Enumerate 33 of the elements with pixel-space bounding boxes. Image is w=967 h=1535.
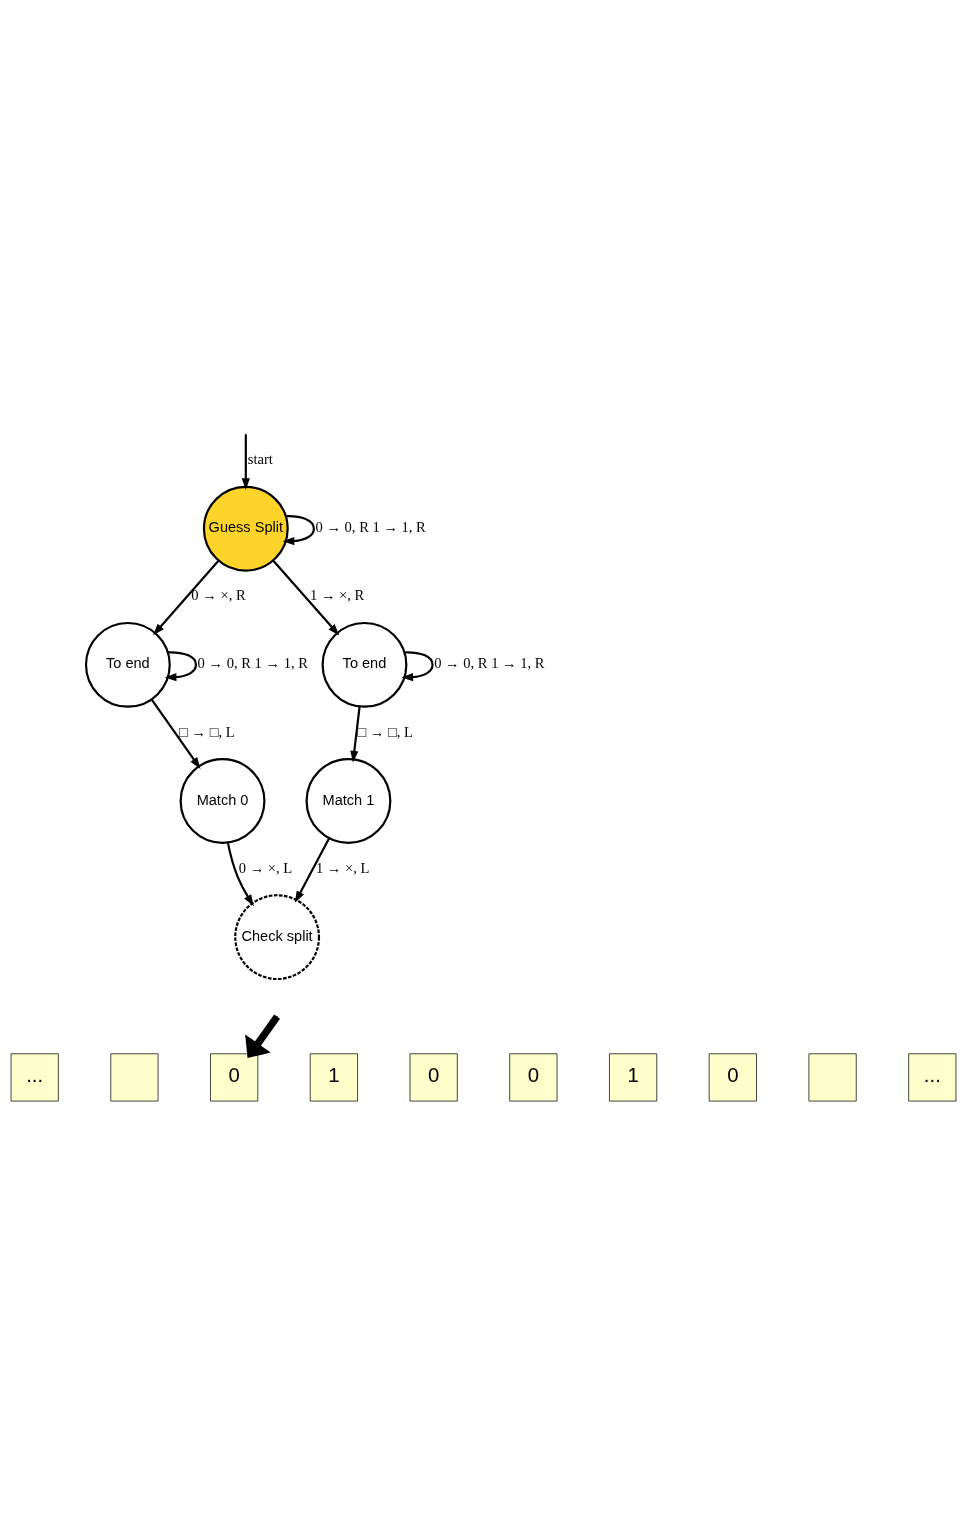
node-box: 0 bbox=[210, 1053, 259, 1102]
node-circle: Guess Split bbox=[202, 485, 289, 572]
arrow bbox=[241, 434, 250, 490]
node-circle: Match 1 bbox=[305, 758, 392, 844]
edge-label: start bbox=[247, 451, 273, 468]
node-box bbox=[808, 1053, 857, 1102]
arrow bbox=[245, 1014, 281, 1059]
arrow bbox=[282, 515, 315, 546]
arrow bbox=[153, 559, 220, 636]
edge-label: □ → □, L bbox=[179, 723, 235, 740]
node-box: ... bbox=[908, 1053, 957, 1102]
edge-label: 0 → ×, L bbox=[238, 859, 293, 876]
arrow bbox=[164, 651, 198, 682]
node-box: 0 bbox=[708, 1053, 757, 1102]
arrow bbox=[150, 698, 201, 769]
edge-label: 1 → ×, L bbox=[315, 859, 370, 876]
node-box bbox=[110, 1053, 159, 1102]
arrow bbox=[272, 559, 340, 636]
edge-label: 0 → 0, R 1 → 1, R bbox=[315, 519, 426, 536]
edge-label: 0 → ×, R bbox=[191, 587, 246, 604]
node-box: 0 bbox=[509, 1053, 558, 1102]
arrow bbox=[226, 842, 254, 907]
arrow bbox=[294, 837, 331, 903]
edge-label: 1 → ×, R bbox=[310, 587, 365, 604]
edge-label: □ → □, L bbox=[357, 723, 413, 740]
node-box: 1 bbox=[609, 1053, 658, 1102]
edge-label: 0 → 0, R 1 → 1, R bbox=[197, 655, 308, 672]
node-box: 1 bbox=[309, 1053, 358, 1102]
edge-label: 0 → 0, R 1 → 1, R bbox=[434, 655, 545, 672]
arrow bbox=[401, 651, 434, 682]
arrow bbox=[350, 706, 361, 763]
node-box: 0 bbox=[409, 1053, 458, 1102]
node-box: ... bbox=[10, 1053, 59, 1102]
